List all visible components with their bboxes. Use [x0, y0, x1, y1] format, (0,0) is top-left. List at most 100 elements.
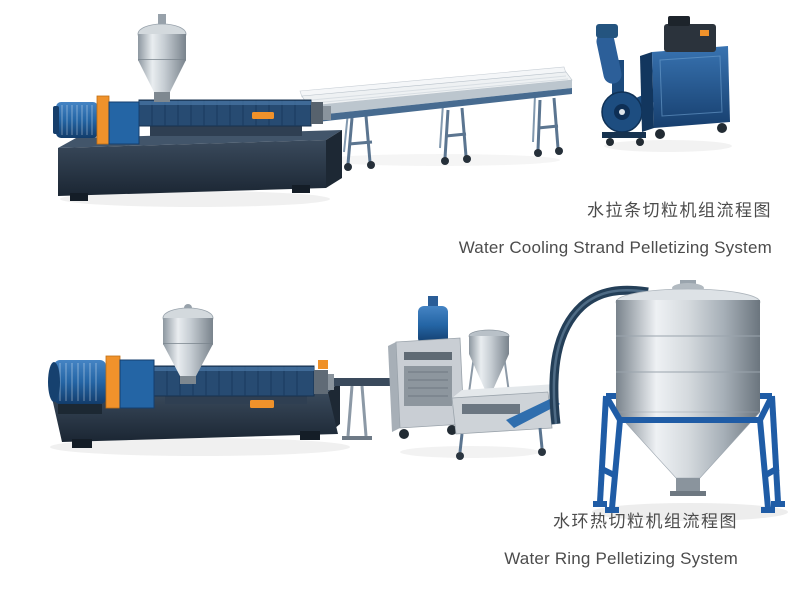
blower-base: [602, 132, 646, 138]
blower-caster: [636, 138, 644, 146]
screen-changer-accent: [318, 360, 328, 369]
hopper-vent: [158, 14, 166, 28]
hopper-cone: [138, 60, 186, 92]
melt-pipe: [334, 378, 396, 386]
cyclone-cone: [469, 354, 509, 392]
die-flange: [328, 374, 334, 390]
water-ring-pelletizer: [388, 296, 465, 439]
strand-extruder: [53, 14, 342, 201]
screen-top: [452, 384, 556, 398]
cutter-accent: [700, 30, 709, 36]
hopper-body: [138, 34, 186, 60]
caption-water-ring-en: Water Ring Pelletizing System: [504, 549, 738, 568]
cabinet-slot: [404, 352, 452, 360]
motor-fins: [61, 105, 93, 135]
screen-slot: [462, 404, 520, 414]
pipe-highlight: [552, 289, 649, 425]
conveyor-side-face: [308, 80, 572, 116]
motor-cap: [48, 362, 60, 402]
hopper-cone: [163, 344, 213, 376]
cabinet-caster: [655, 129, 665, 139]
cyclone-hopper: [467, 329, 511, 401]
die-plate: [323, 106, 331, 120]
cyclone-body: [469, 336, 509, 354]
blower-hub: [619, 109, 625, 115]
drive-motor: [54, 360, 106, 404]
discharge-chute: [506, 398, 560, 428]
base-foot: [292, 185, 310, 193]
strand-cooling-conveyor: [299, 66, 573, 171]
blower-motor: [596, 24, 618, 38]
pelletizer-motor: [418, 306, 448, 344]
barrel-highlight: [154, 367, 314, 371]
pellet-conveying-pipe: [549, 285, 649, 425]
pelletizer-caster: [399, 429, 409, 439]
barrel-highlight: [139, 101, 311, 105]
feed-hopper: [137, 14, 187, 102]
brand-logo: [252, 112, 274, 119]
blower: [596, 24, 654, 146]
brand-logo: [250, 400, 274, 408]
motor-cap: [53, 106, 59, 134]
caption-strand-en: Water Cooling Strand Pelletizing System: [458, 238, 772, 257]
cabinet-front: [652, 46, 730, 128]
silo-outlet: [676, 478, 700, 491]
cabinet-vents: [408, 371, 448, 397]
barrel-support: [165, 394, 307, 404]
gearbox: [119, 359, 155, 409]
motor-base: [58, 404, 102, 414]
water-ring-system-illustration: [48, 280, 785, 513]
conveyor-casters: [344, 147, 563, 171]
die-head: [314, 370, 328, 394]
screen-caster: [538, 448, 546, 456]
screen-legs: [458, 427, 544, 453]
hopper-body: [163, 318, 213, 344]
cabinet-side: [640, 52, 654, 132]
gearbox: [108, 101, 140, 145]
feed-hopper: [162, 304, 214, 384]
conveyor-legs: [346, 97, 560, 165]
cabinet-panel: [659, 55, 723, 117]
hopper-neck: [180, 376, 196, 384]
barrel-support: [150, 124, 302, 136]
die-head: [311, 102, 323, 124]
strand-lines: [311, 75, 569, 104]
cutter-motor: [664, 24, 716, 52]
floor-shadows: [50, 140, 788, 521]
melt-pipe-assembly: [334, 378, 396, 440]
cutter-motor-cap: [668, 16, 690, 26]
silo-body: [616, 300, 760, 412]
base-foot: [300, 431, 320, 440]
silo-frame-front: [598, 394, 780, 509]
pelletizer-caster: [447, 425, 457, 435]
pelletizer-motor-cap: [428, 296, 438, 308]
strand-pelletizer-unit: [596, 16, 730, 146]
cabinet-door: [404, 366, 452, 406]
drive-motor: [56, 102, 98, 138]
extruder-base-front: [58, 140, 326, 196]
coupling-guard: [96, 95, 110, 145]
base-foot: [70, 193, 88, 201]
pipe-stand-legs: [346, 385, 368, 437]
silo-outlet-flange: [670, 491, 706, 496]
conveyor-frame-rail: [308, 88, 572, 123]
belt-guard: [596, 32, 622, 84]
caption-strand-system: 水拉条切粒机组流程图 Water Cooling Strand Pelletiz…: [459, 201, 772, 258]
water-ring-extruder: [48, 304, 340, 448]
dewatering-vibrating-screen: [451, 384, 560, 460]
pipe-stand-foot: [342, 436, 372, 440]
storage-silo: [593, 280, 785, 513]
strand-system-illustration: [53, 14, 730, 201]
caption-strand-zh: 水拉条切粒机组流程图: [587, 201, 772, 220]
silo-frame-feet: [593, 501, 785, 513]
cabinet-caster: [717, 123, 727, 133]
motor-fins: [59, 363, 97, 401]
blower-caster: [606, 138, 614, 146]
extruder-base-side: [326, 130, 342, 188]
hopper-neck: [154, 92, 170, 102]
coupling-guard: [105, 355, 121, 409]
screen-caster: [456, 452, 464, 460]
strand-pelletizer-cabinet: [640, 16, 730, 139]
